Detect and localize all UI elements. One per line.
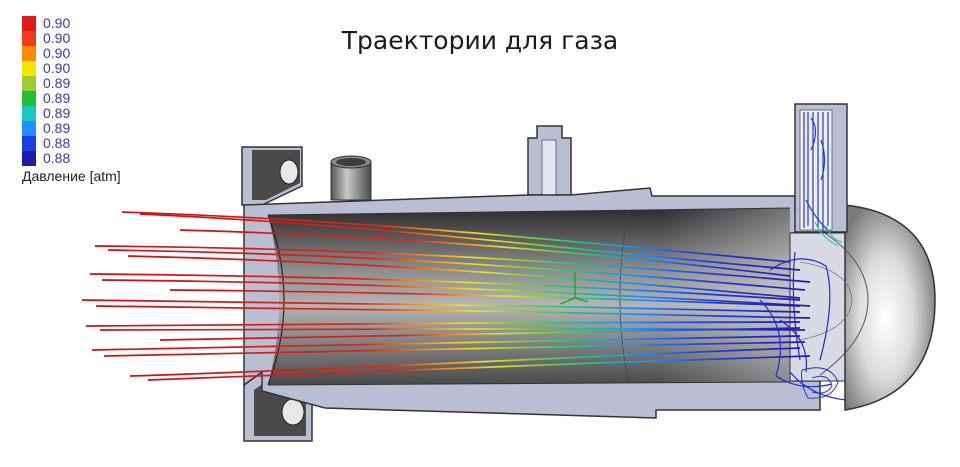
legend-swatch [22, 91, 36, 106]
legend-swatch [22, 151, 36, 166]
legend-swatch [22, 46, 36, 61]
legend-value: 0.89 [43, 120, 71, 136]
inlet-pipe [527, 125, 572, 196]
legend-value: 0.90 [43, 15, 71, 31]
legend-swatch [22, 31, 36, 46]
outlet-recirculation [801, 367, 839, 399]
legend-swatch [22, 106, 36, 121]
outlet-pipe [794, 103, 848, 247]
legend-value: 0.90 [43, 45, 71, 61]
legend-value: 0.88 [43, 150, 71, 166]
legend-unit-label: Давление [atm] [22, 168, 121, 184]
legend-swatch [22, 121, 36, 136]
figure-title: Траектории для газа [341, 26, 619, 55]
legend-value: 0.89 [43, 75, 71, 91]
top-nozzle [330, 155, 372, 201]
legend-swatch [22, 76, 36, 91]
legend-swatch [22, 61, 36, 76]
legend-swatch [22, 16, 36, 31]
legend-value: 0.88 [43, 135, 71, 151]
end-chamber [789, 204, 936, 411]
legend-value: 0.89 [43, 90, 71, 106]
legend-value: 0.89 [43, 105, 71, 121]
legend-value: 0.90 [43, 60, 71, 76]
top-flange [241, 146, 303, 206]
gas-trajectories [81, 211, 811, 381]
legend-value: 0.90 [43, 30, 71, 46]
axis-triad-icon [559, 272, 589, 305]
legend-swatch [22, 136, 36, 151]
